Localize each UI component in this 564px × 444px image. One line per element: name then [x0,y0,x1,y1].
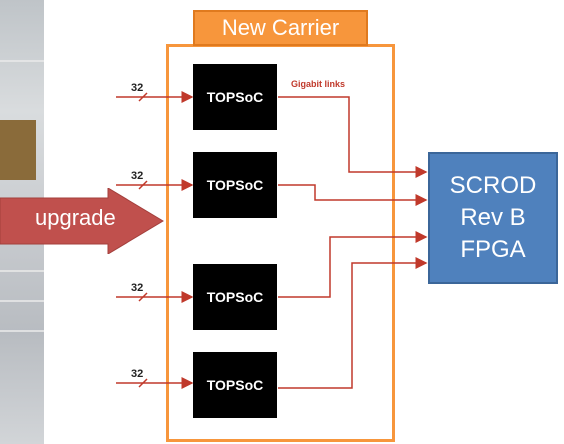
photo-stripe [0,270,44,272]
bus-slash-2 [138,180,148,190]
scrod-line-1: SCROD [449,172,537,199]
gigabit-link-2 [278,184,428,206]
bus-slash-1 [138,92,148,102]
upgrade-label: upgrade [35,205,116,230]
bus-width-label: 32 [131,282,144,294]
scrod-line-2: Rev B [460,204,526,231]
photo-stripe [0,60,44,62]
photo-chip-detail [0,120,36,180]
scrod-fpga-box: SCROD Rev B FPGA [428,152,558,284]
carrier-title: New Carrier [193,10,368,46]
gigabit-link-4 [278,257,428,389]
bus-width-label: 32 [131,82,144,94]
bus-slash-3 [138,292,148,302]
gigabit-links-label: Gigabit links [291,79,346,89]
topsoc-chip-3: TOPSoC [193,264,277,330]
gigabit-link-3 [278,231,428,298]
topsoc-chip-1: TOPSoC [193,64,277,130]
photo-stripe [0,300,44,302]
bus-slash-4 [138,378,148,388]
scrod-line-3: FPGA [460,236,526,263]
topsoc-chip-2: TOPSoC [193,152,277,218]
gigabit-link-1 [278,96,428,178]
bus-width-label: 32 [131,170,144,182]
bus-width-label: 32 [131,368,144,380]
photo-stripe [0,330,44,332]
upgrade-arrow [0,188,164,254]
topsoc-chip-4: TOPSoC [193,352,277,418]
